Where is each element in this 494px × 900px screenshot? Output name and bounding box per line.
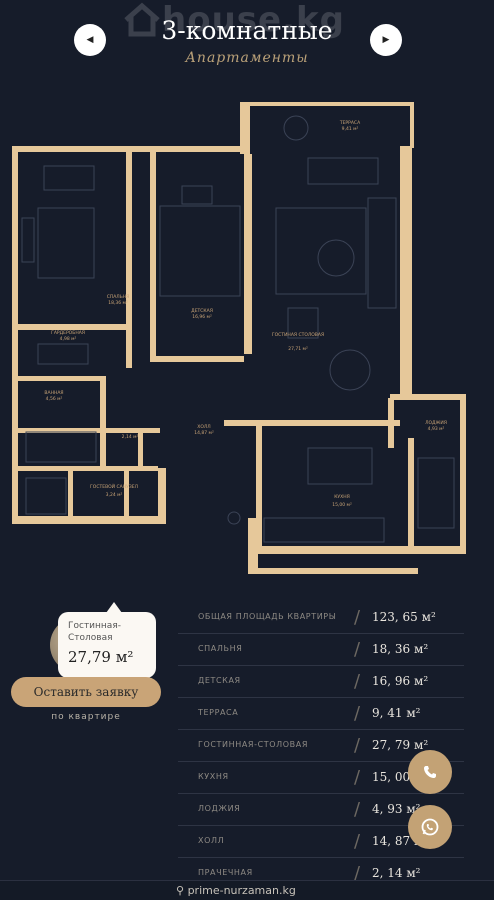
spec-label: ОБЩАЯ ПЛОЩАДЬ КВАРТИРЫ bbox=[198, 612, 337, 621]
floor-plan: СПАЛЬНЯ 18,36 м² ДЕТСКАЯ 16,96 м² ТЕРРАС… bbox=[12, 102, 466, 574]
spec-value: 16, 96 м² bbox=[372, 674, 429, 688]
room-area-bath: 4,56 м² bbox=[46, 396, 63, 402]
header: house.kg ◀ 3-комнатные Апартаменты ▶ bbox=[0, 0, 494, 90]
room-preview-card[interactable]: Гостинная-Столовая 27,79 м² bbox=[50, 602, 156, 678]
room-label-loggia: ЛОДЖИЯ bbox=[425, 420, 447, 426]
spec-value: 27, 79 м² bbox=[372, 738, 429, 752]
room-tooltip: Гостинная-Столовая 27,79 м² bbox=[58, 602, 156, 678]
room-area-loggia: 4,93 м² bbox=[428, 426, 445, 432]
spec-row: ОБЩАЯ ПЛОЩАДЬ КВАРТИРЫ / 123, 65 м² bbox=[178, 602, 464, 634]
spec-label: ПРАЧЕЧНАЯ bbox=[198, 868, 253, 877]
room-area-wardrobe: 4,98 м² bbox=[60, 336, 77, 342]
spec-row: ДЕТСКАЯ / 16, 96 м² bbox=[178, 666, 464, 698]
next-slide-button[interactable]: ▶ bbox=[370, 24, 402, 56]
room-label-hall: ХОЛЛ bbox=[197, 424, 210, 430]
spec-value: 2, 14 м² bbox=[372, 866, 421, 880]
page-subtitle: Апартаменты bbox=[185, 50, 309, 66]
footer-link[interactable]: ⚲ prime-nurzaman.kg bbox=[176, 884, 296, 897]
room-area-bedroom: 18,36 м² bbox=[108, 300, 128, 306]
spec-divider: / bbox=[354, 671, 361, 692]
tooltip-value: 27,79 м² bbox=[68, 648, 134, 666]
prev-slide-button[interactable]: ◀ bbox=[74, 24, 106, 56]
spec-row: ТЕРРАСА / 9, 41 м² bbox=[178, 698, 464, 730]
spec-label: ТЕРРАСА bbox=[198, 708, 239, 717]
spec-value: 9, 41 м² bbox=[372, 706, 421, 720]
footer: ⚲ prime-nurzaman.kg bbox=[0, 880, 494, 900]
watermark: house.kg bbox=[124, 0, 345, 40]
room-label-bedroom: СПАЛЬНЯ bbox=[107, 294, 130, 300]
chevron-right-icon: ▶ bbox=[382, 35, 390, 45]
request-button[interactable]: Оставить заявку bbox=[11, 677, 161, 707]
room-label-kitchen: КУХНЯ bbox=[334, 494, 350, 500]
chevron-left-icon: ◀ bbox=[86, 35, 94, 45]
room-area-hall: 14,87 м² bbox=[194, 430, 214, 436]
room-area-terrace: 9,41 м² bbox=[342, 126, 359, 132]
whatsapp-button[interactable] bbox=[408, 805, 452, 849]
spec-divider: / bbox=[354, 607, 361, 628]
room-area-laundry: 2,14 м² bbox=[122, 434, 139, 440]
spec-label: ХОЛЛ bbox=[198, 836, 225, 845]
spec-divider: / bbox=[354, 831, 361, 852]
room-label-kids: ДЕТСКАЯ bbox=[191, 308, 213, 314]
room-label-living: ГОСТИНАЯ СТОЛОВАЯ bbox=[272, 332, 324, 338]
spec-value: 123, 65 м² bbox=[372, 610, 436, 624]
room-label-bath: ВАННАЯ bbox=[44, 390, 63, 396]
phone-icon bbox=[424, 766, 436, 778]
spec-value: 18, 36 м² bbox=[372, 642, 429, 656]
room-area-kids: 16,96 м² bbox=[192, 314, 212, 320]
page-title: 3-комнатные bbox=[161, 16, 333, 45]
spec-value: 4, 93 м² bbox=[372, 802, 421, 816]
spec-row: СПАЛЬНЯ / 18, 36 м² bbox=[178, 634, 464, 666]
house-logo-icon bbox=[124, 2, 160, 37]
room-area-kitchen: 15,00 м² bbox=[332, 502, 352, 508]
watermark-text: house.kg bbox=[162, 0, 345, 40]
room-label-terrace: ТЕРРАСА bbox=[339, 120, 361, 126]
call-button[interactable] bbox=[408, 750, 452, 794]
spec-row: ГОСТИННАЯ-СТОЛОВАЯ / 27, 79 м² bbox=[178, 730, 464, 762]
spec-label: ЛОДЖИЯ bbox=[198, 804, 241, 813]
location-pin-icon: ⚲ bbox=[176, 884, 185, 897]
spec-divider: / bbox=[354, 735, 361, 756]
spec-label: КУХНЯ bbox=[198, 772, 229, 781]
footer-site: prime-nurzaman.kg bbox=[187, 884, 296, 897]
spec-divider: / bbox=[354, 863, 361, 884]
spec-divider: / bbox=[354, 703, 361, 724]
spec-divider: / bbox=[354, 639, 361, 660]
tooltip-label: Гостинная-Столовая bbox=[68, 621, 121, 643]
spec-label: ГОСТИННАЯ-СТОЛОВАЯ bbox=[198, 740, 308, 749]
spec-row: ЛОДЖИЯ / 4, 93 м² bbox=[178, 794, 464, 826]
room-label-guest-wc: ГОСТЕВОЙ САНУЗЕЛ bbox=[90, 483, 138, 490]
whatsapp-icon bbox=[421, 818, 439, 836]
spec-divider: / bbox=[354, 767, 361, 788]
room-label-wardrobe: ГАРДЕРОБНАЯ bbox=[51, 330, 85, 336]
request-sublabel: по квартире bbox=[51, 712, 121, 722]
spec-label: ДЕТСКАЯ bbox=[198, 676, 241, 685]
spec-label: СПАЛЬНЯ bbox=[198, 644, 243, 653]
room-area-living: 27,71 м² bbox=[288, 346, 308, 352]
room-area-guest-wc: 3,24 м² bbox=[106, 492, 123, 498]
spec-divider: / bbox=[354, 799, 361, 820]
